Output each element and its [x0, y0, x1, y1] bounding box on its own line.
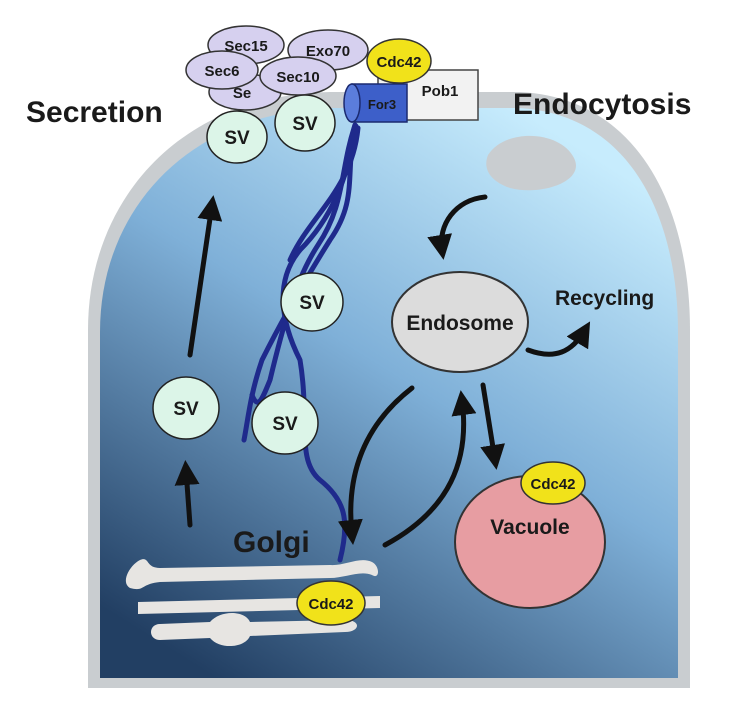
- exocyst-sec10: Sec10: [259, 56, 337, 96]
- vesicle: SV: [280, 272, 344, 332]
- cdc42-tip: Cdc42: [366, 38, 432, 84]
- secretion-label: Secretion: [26, 96, 163, 129]
- cdc42-golgi: Cdc42: [296, 580, 366, 626]
- vesicle-label: SV: [173, 399, 199, 420]
- arrow-pit-to-endosome: [427, 194, 488, 260]
- vesicle: SV: [274, 94, 336, 152]
- svg-text:Vacuole: Vacuole: [490, 516, 569, 539]
- endosome: Endosome: [391, 271, 529, 373]
- svg-text:Sec6: Sec6: [204, 63, 239, 80]
- arrow-golgi-to-sv: [174, 460, 200, 528]
- svg-text:Cdc42: Cdc42: [376, 54, 421, 71]
- trafficking-arrows: [174, 194, 591, 548]
- for3-cylinder: For3: [343, 83, 408, 123]
- recycling-label: Recycling: [555, 287, 654, 310]
- svg-text:Pob1: Pob1: [422, 83, 459, 100]
- vesicle: SV: [152, 376, 220, 440]
- arrow-sv-to-tip: [187, 195, 223, 358]
- svg-text:Cdc42: Cdc42: [530, 476, 575, 493]
- svg-text:Endosome: Endosome: [406, 312, 513, 335]
- exocyst-complex: Se Sec15 Exo70 Sec6 Sec10: [185, 25, 369, 111]
- vacuole: Vacuole: [454, 475, 606, 609]
- svg-text:Cdc42: Cdc42: [308, 596, 353, 613]
- vesicle: SV: [251, 391, 319, 455]
- arrow-endosome-to-golgi: [337, 385, 415, 545]
- endocytosis-label: Endocytosis: [513, 88, 691, 121]
- secretory-vesicles: SV SV SV SV SV: [152, 94, 344, 455]
- vesicle-label: SV: [224, 128, 250, 149]
- vesicle-label: SV: [272, 414, 298, 435]
- svg-text:Se: Se: [233, 85, 251, 102]
- vesicle-label: SV: [299, 293, 325, 314]
- endocytic-pit: [486, 135, 576, 191]
- svg-text:Sec10: Sec10: [276, 69, 319, 86]
- cdc42-vacuole: Cdc42: [520, 461, 586, 505]
- svg-text:For3: For3: [368, 97, 396, 112]
- arrow-golgi-to-endosome: [382, 390, 477, 548]
- golgi-label: Golgi: [233, 526, 310, 559]
- exocyst-sec6: Sec6: [185, 50, 259, 90]
- vesicle-label: SV: [292, 114, 318, 135]
- svg-text:Exo70: Exo70: [306, 43, 350, 60]
- vesicle: SV: [206, 110, 268, 164]
- arrow-endosome-to-vacuole: [480, 382, 505, 470]
- svg-text:Sec15: Sec15: [224, 38, 267, 55]
- arrow-endosome-to-recycling: [525, 321, 591, 357]
